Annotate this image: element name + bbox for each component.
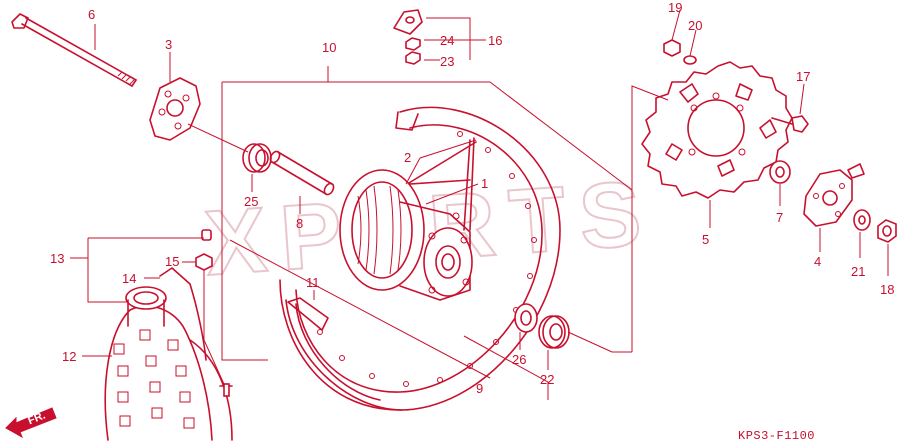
callout-15: 15 — [165, 254, 179, 269]
callout-6: 6 — [88, 7, 95, 22]
callout-23: 23 — [440, 54, 454, 69]
callout-22: 22 — [540, 372, 554, 387]
callout-18: 18 — [880, 282, 894, 297]
callout-19: 19 — [668, 0, 682, 15]
callout-24: 24 — [440, 33, 454, 48]
valve-cap — [201, 229, 212, 241]
bearing-22 — [538, 315, 570, 349]
bearing-25 — [242, 143, 272, 173]
rear-tire — [104, 305, 233, 441]
callout-8: 8 — [296, 216, 303, 231]
washer-21 — [853, 209, 871, 231]
callout-26: 26 — [512, 352, 526, 367]
callout-3: 3 — [165, 37, 172, 52]
callout-13: 13 — [50, 251, 64, 266]
callout-16: 16 — [488, 33, 502, 48]
callout-20: 20 — [688, 18, 702, 33]
nut-19 — [663, 39, 681, 57]
bearing-26 — [514, 303, 538, 333]
washer-20 — [683, 55, 697, 65]
axle-nut-18 — [877, 219, 897, 243]
valve-nut — [195, 253, 213, 271]
callout-17: 17 — [796, 69, 810, 84]
callout-14: 14 — [122, 271, 136, 286]
callout-21: 21 — [851, 264, 865, 279]
callout-9: 9 — [476, 381, 483, 396]
sprocket-bolt-17 — [771, 115, 809, 133]
drawing-code: KPS3-F1100 — [738, 429, 815, 443]
side-collar-4 — [803, 163, 865, 227]
callout-2: 2 — [404, 150, 411, 165]
collar-plate — [149, 77, 201, 141]
callout-11: 11 — [306, 275, 320, 290]
sprocket-bolt-set — [393, 9, 423, 65]
rim-band — [287, 297, 381, 401]
callout-7: 7 — [776, 210, 783, 225]
rear-hub — [339, 169, 473, 301]
callout-10: 10 — [322, 40, 336, 55]
collar-7 — [769, 160, 791, 184]
front-direction-arrow — [5, 407, 57, 439]
rear-axle — [11, 13, 137, 87]
driven-sprocket — [641, 61, 793, 199]
callout-25: 25 — [244, 194, 258, 209]
callout-5: 5 — [702, 232, 709, 247]
distance-collar — [269, 150, 335, 196]
valve-stem — [219, 383, 233, 397]
callout-12: 12 — [62, 349, 76, 364]
callout-labels: 6 3 10 16 24 23 19 20 17 2 1 25 8 5 7 4 … — [50, 0, 894, 396]
inner-tube — [125, 267, 207, 361]
callout-4: 4 — [814, 254, 821, 269]
leader-lines — [70, 9, 889, 400]
callout-1: 1 — [481, 176, 488, 191]
